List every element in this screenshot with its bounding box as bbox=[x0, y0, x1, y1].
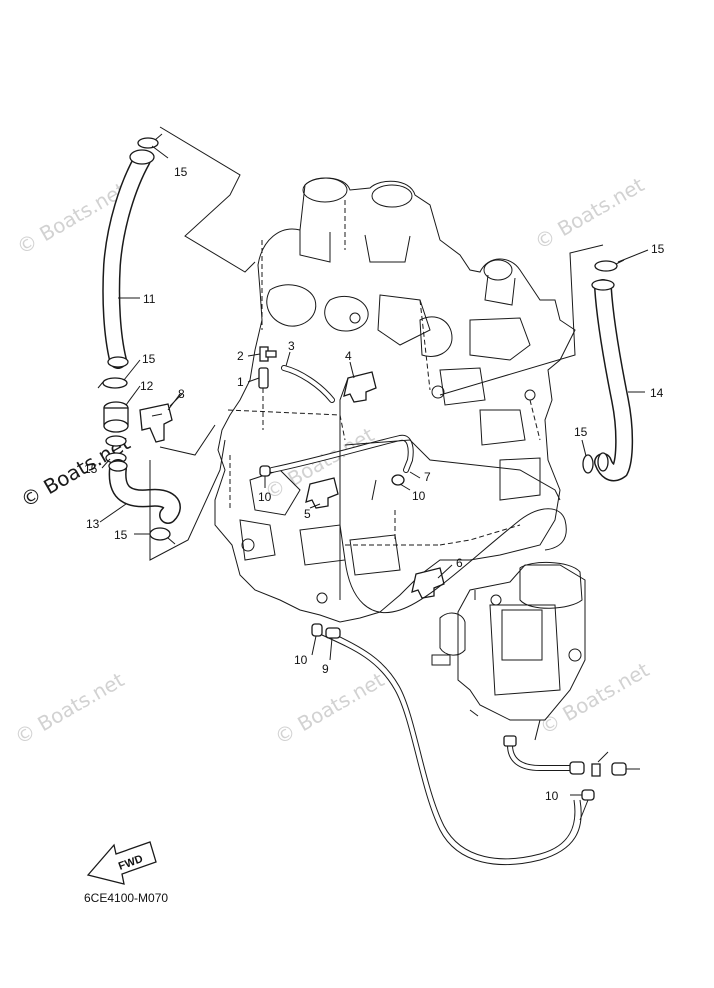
part-2-label: 2 bbox=[237, 349, 244, 363]
part-6-label: 6 bbox=[456, 556, 463, 570]
part-15-label: 15 bbox=[174, 165, 188, 179]
tube-7-drop bbox=[371, 479, 377, 501]
part-10-label: 10 bbox=[412, 489, 426, 503]
bracket-5 bbox=[305, 477, 339, 509]
part-4-label: 4 bbox=[345, 349, 352, 363]
routing-line-mid bbox=[344, 439, 561, 501]
part-1-label: 1 bbox=[237, 375, 244, 389]
part-12-label: 12 bbox=[140, 379, 154, 393]
hose-14 bbox=[591, 279, 634, 482]
hose-9-end bbox=[325, 627, 341, 639]
hose-13 bbox=[108, 459, 181, 524]
watermark: © Boats.net bbox=[531, 172, 649, 254]
part-7-label: 7 bbox=[424, 470, 431, 484]
part-9-label: 9 bbox=[322, 662, 329, 676]
part-8-label: 8 bbox=[178, 387, 185, 401]
part-11-label: 11 bbox=[143, 292, 156, 306]
clamp-15-top bbox=[137, 133, 163, 149]
joint-10-lower-right bbox=[579, 789, 595, 821]
routing-line-12 bbox=[159, 424, 216, 456]
hose-11 bbox=[102, 149, 155, 369]
part-labels: 15 11 15 12 8 15 13 15 2 1 3 4 10 5 7 10… bbox=[84, 165, 665, 803]
part-13-label: 13 bbox=[86, 517, 100, 531]
fitting-1 bbox=[258, 367, 269, 389]
hose-9 bbox=[321, 629, 582, 865]
part-15-label: 15 bbox=[574, 425, 588, 439]
part-14-label: 14 bbox=[650, 386, 664, 400]
tube-7 bbox=[269, 434, 414, 473]
part-15-label: 15 bbox=[84, 462, 98, 476]
clamp-15-bottom bbox=[149, 527, 176, 545]
fitting-12 bbox=[103, 401, 129, 447]
bracket-6 bbox=[411, 567, 445, 599]
bracket-8 bbox=[139, 403, 173, 443]
part-10-label: 10 bbox=[258, 490, 272, 504]
fwd-arrow: FWD bbox=[86, 841, 157, 885]
fitting-2 bbox=[259, 346, 277, 362]
part-10-label: 10 bbox=[545, 789, 559, 803]
clamp-15-right-top bbox=[594, 259, 625, 272]
clamp-15-right-mid bbox=[582, 454, 594, 474]
lower-fuel-line bbox=[503, 735, 640, 777]
part-3-label: 3 bbox=[288, 339, 295, 353]
part-15-label: 15 bbox=[651, 242, 665, 256]
watermark: © Boats.net bbox=[536, 657, 654, 739]
joint-10-left bbox=[259, 465, 271, 477]
part-5-label: 5 bbox=[304, 507, 311, 521]
routing-line-8 bbox=[149, 439, 226, 561]
watermark: © Boats.net bbox=[11, 667, 129, 749]
routing-line-14 bbox=[439, 244, 604, 396]
part-10-label: 10 bbox=[294, 653, 308, 667]
clamp-15-mid bbox=[97, 377, 128, 389]
joint-10-bottom-mid bbox=[311, 623, 323, 637]
engine-block bbox=[214, 177, 576, 623]
bracket-4 bbox=[343, 371, 377, 403]
routing-line-main bbox=[344, 508, 567, 614]
tube-3 bbox=[281, 365, 335, 403]
diagram-code: 6CE4100-M070 bbox=[84, 891, 168, 905]
part-15-label: 15 bbox=[114, 528, 128, 542]
vapor-separator bbox=[431, 561, 586, 741]
joint-10-right bbox=[391, 474, 405, 486]
part-15-label: 15 bbox=[142, 352, 156, 366]
routing-line-9 bbox=[339, 377, 349, 600]
watermark: © Boats.net bbox=[271, 667, 389, 749]
leader-lines bbox=[99, 145, 649, 796]
routing-line-11 bbox=[159, 126, 256, 273]
